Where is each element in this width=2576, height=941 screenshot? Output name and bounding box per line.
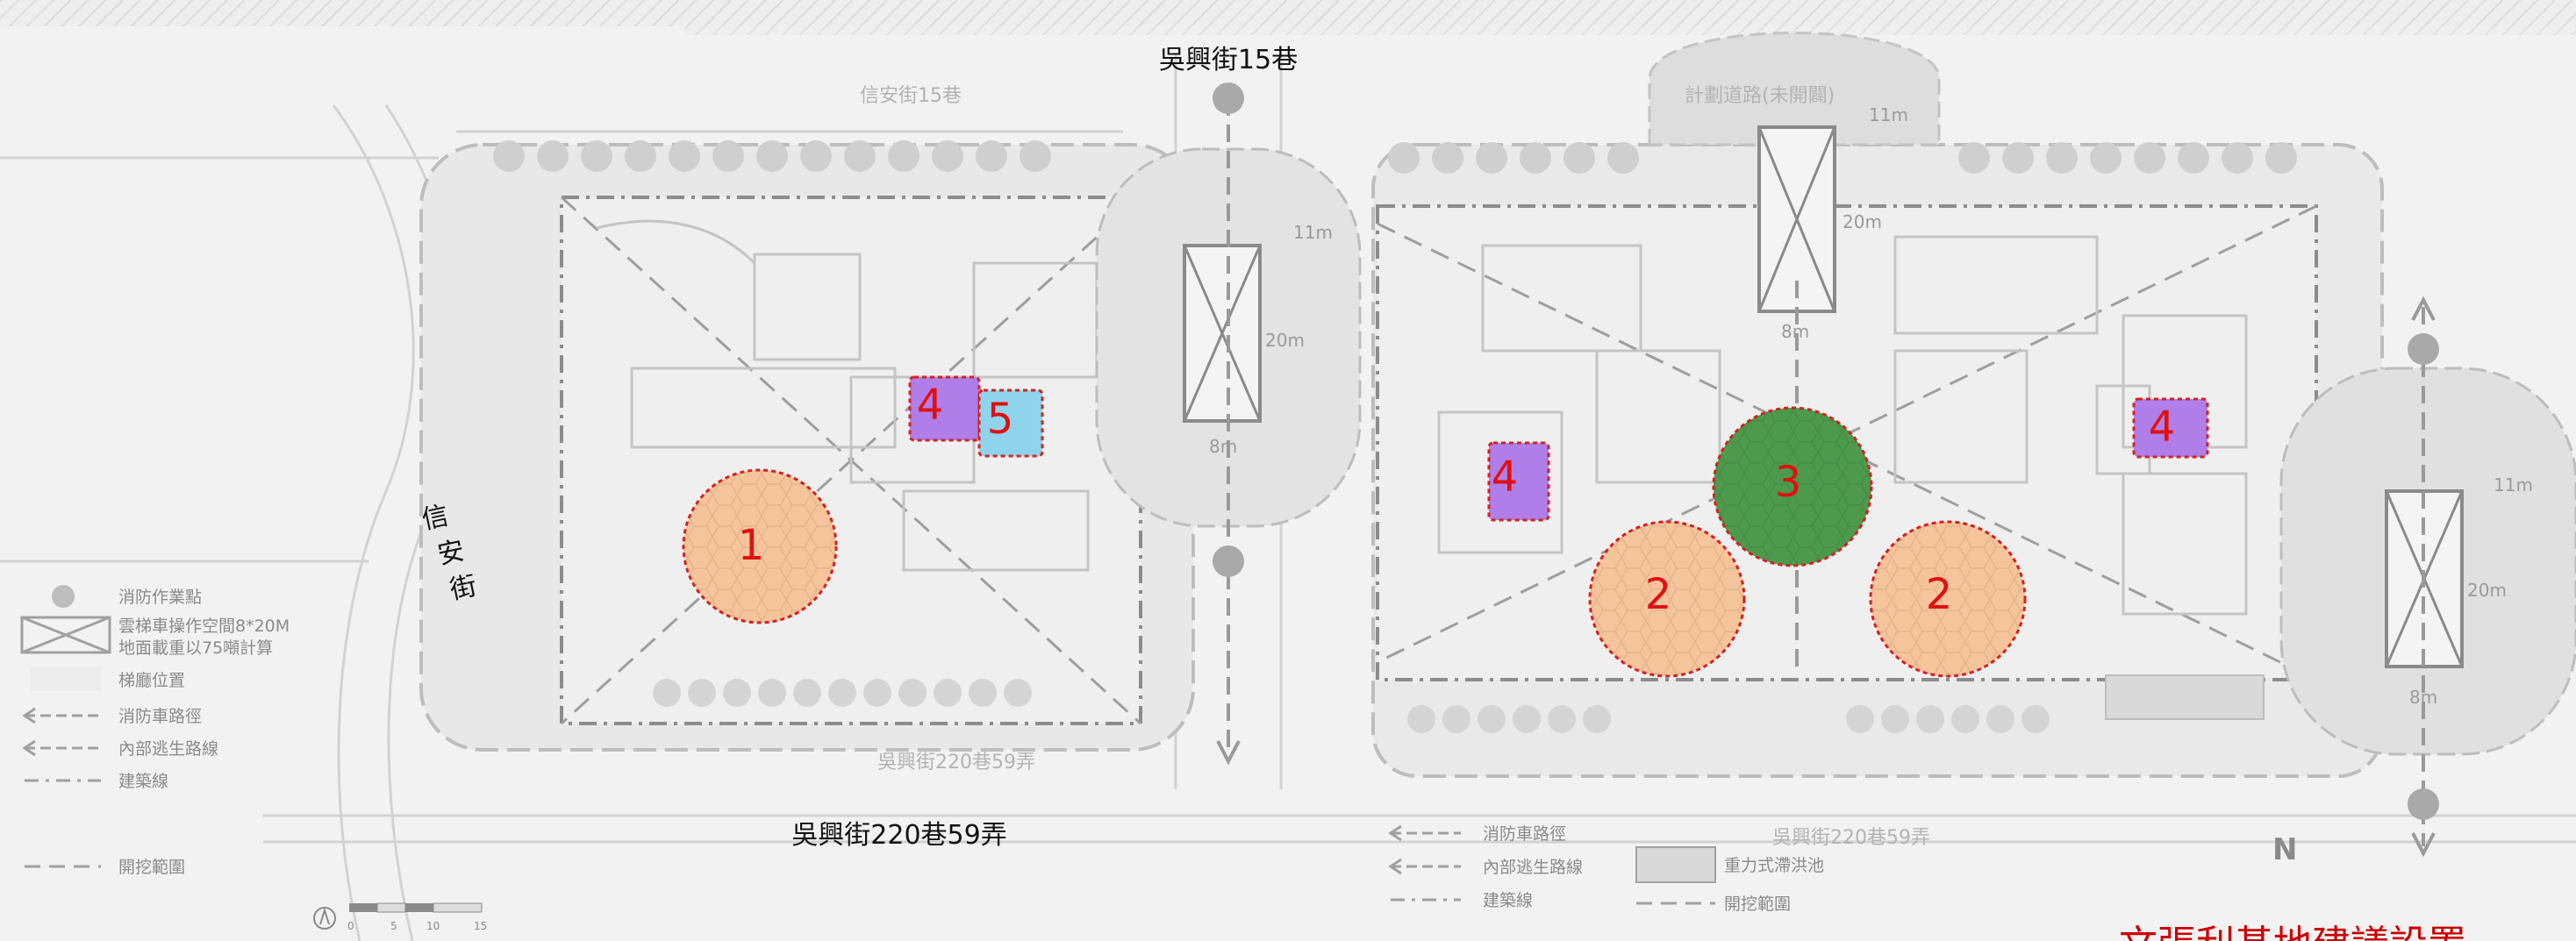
dim-20m-east: 20m — [2467, 580, 2507, 601]
scale-label-1: 5 — [390, 920, 397, 932]
marker-4-middle-label: 4 — [1492, 453, 1519, 502]
north-label: N — [2272, 832, 2297, 867]
marker-4-right-label: 4 — [2149, 403, 2176, 452]
faint-road-label-nw: 信安街15巷 — [860, 85, 962, 107]
marker-2b-label: 2 — [1926, 570, 1953, 619]
legend-left-item-6: 建築線 — [118, 772, 168, 791]
dim-8m-right: 8m — [1781, 321, 1809, 342]
tree-row-bottom-right — [1407, 705, 2050, 733]
scale-label-2: 10 — [426, 920, 440, 932]
dim-8m-center: 8m — [1209, 436, 1237, 457]
legend-left-item-1: 雲梯車操作空間8*20M — [118, 617, 290, 636]
fire-point-north — [1213, 82, 1244, 114]
marker-3-label: 3 — [1775, 458, 1802, 507]
tree-row-bottom-left — [653, 679, 1032, 707]
marker-2a: 2 — [1588, 520, 1746, 678]
dashed-arrow-icon — [22, 707, 101, 724]
dim-11m-center: 11m — [1293, 222, 1333, 243]
marker-2a-label: 2 — [1645, 570, 1672, 619]
scale-bar: 0 5 10 15 — [313, 902, 487, 932]
hatch-icon — [31, 667, 101, 691]
legend-bottom: 消防車路徑 內部逃生路線 建築線 重力式滯洪池 開挖範圍 — [1388, 824, 1824, 914]
dashed-arrow-icon — [22, 739, 101, 757]
street-label-south: 吳興街220巷59弄 — [791, 820, 1006, 851]
legend-left-item-2: 地面載重以75噸計算 — [118, 638, 273, 658]
street-label-west-1: 信 — [419, 500, 452, 535]
tree-row-top-left — [493, 140, 1051, 172]
legend-left-item-5: 內部逃生路線 — [118, 739, 218, 759]
fire-point-east-south — [2408, 788, 2439, 820]
caption-title: 文張利基地建議設置 — [2119, 923, 2466, 941]
scale-label-0: 0 — [347, 920, 354, 932]
north-lane-fire-area — [1095, 82, 1362, 766]
marker-4-middle: 4 — [1487, 441, 1550, 522]
street-label-west-3: 街 — [447, 570, 480, 605]
scale-label-3: 15 — [474, 920, 487, 932]
legend-bottom-col1-0: 消防車路徑 — [1483, 824, 1566, 844]
marker-3: 3 — [1712, 406, 1873, 567]
legend-bottom-col2-0: 重力式滯洪池 — [1724, 856, 1824, 875]
dim-20m-center: 20m — [1265, 330, 1305, 351]
dim-11m-east: 11m — [2494, 474, 2533, 495]
street-label-north: 吳興街15巷 — [1159, 45, 1298, 75]
marker-5: 5 — [977, 389, 1044, 458]
east-fire-area — [2279, 296, 2576, 858]
legend-left-item-7: 開挖範圍 — [118, 858, 185, 877]
marker-1-label: 1 — [738, 521, 765, 570]
faint-road-label-sw: 吳興街220巷59弄 — [877, 752, 1035, 773]
marker-5-label: 5 — [987, 395, 1014, 444]
boxed-x-icon — [20, 616, 111, 654]
markers-layer: 1 2 2 3 4 4 4 5 — [682, 375, 2209, 678]
faint-road-label-se: 吳興街220巷59弄 — [1772, 827, 1930, 849]
legend-bottom-col1-1: 內部逃生路線 — [1483, 858, 1583, 877]
legend-left-item-3: 梯廳位置 — [118, 671, 185, 690]
marker-4-right: 4 — [2132, 397, 2209, 459]
marker-1: 1 — [682, 468, 838, 624]
left-site — [419, 140, 1195, 752]
fire-point-east-north — [2408, 333, 2439, 365]
fire-point-south — [1213, 545, 1244, 577]
tree-row-top-right — [1388, 142, 2297, 174]
legend-left: 消防作業點 雲梯車操作空間8*20M 地面載重以75噸計算 梯廳位置 消防車路徑… — [20, 585, 290, 877]
right-site — [1371, 32, 2384, 778]
faint-road-label-ne: 計劃道路(未開闢) — [1685, 85, 1835, 107]
legend-bottom-col2-1: 開挖範圍 — [1724, 895, 1791, 914]
street-label-west-2: 安 — [435, 535, 468, 570]
dim-8m-east: 8m — [2409, 687, 2437, 708]
marker-4-left-label: 4 — [917, 381, 944, 430]
dim-11m-right: 11m — [1869, 104, 1908, 125]
legend-left-item-4: 消防車路徑 — [118, 707, 202, 726]
dim-20m-right: 20m — [1843, 211, 1882, 232]
legend-bottom-col1-2: 建築線 — [1483, 891, 1533, 910]
marker-4-left: 4 — [908, 375, 981, 442]
marker-2b: 2 — [1869, 520, 2027, 678]
detention-pond-icon — [1635, 846, 1716, 883]
dot-icon — [52, 585, 75, 608]
legend-left-item-0: 消防作業點 — [118, 588, 202, 607]
